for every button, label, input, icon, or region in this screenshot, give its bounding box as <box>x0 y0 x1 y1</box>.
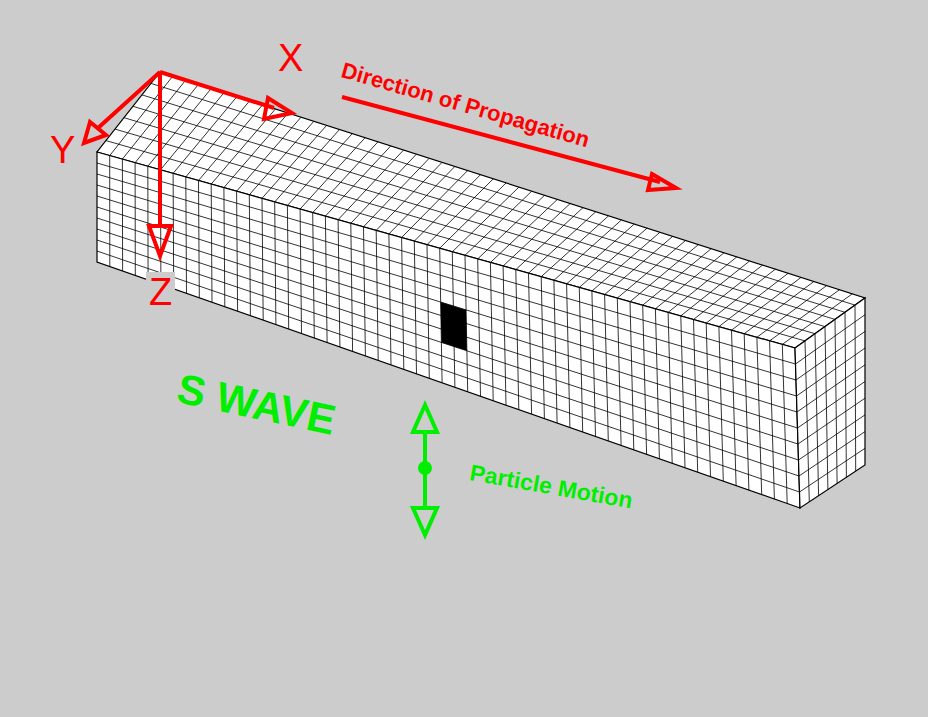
z-axis <box>158 72 162 226</box>
up-head <box>413 405 437 432</box>
axis-label: Y <box>50 131 75 169</box>
particle-motion-arrow <box>413 405 437 535</box>
axis-label: Z <box>146 272 175 312</box>
highlighted-particle <box>441 302 467 351</box>
motion-dot <box>420 463 430 473</box>
x-axis <box>160 72 274 108</box>
axis-label: X <box>278 39 303 77</box>
y-axis <box>98 72 160 128</box>
wave-title: S WAVE <box>174 367 339 441</box>
y-axis-head <box>84 122 106 143</box>
motion-label: Particle Motion <box>468 461 634 512</box>
down-head <box>413 508 437 535</box>
end-face-grid <box>796 305 866 502</box>
end-face <box>795 298 865 508</box>
propagation-head <box>648 174 676 190</box>
axes <box>84 72 292 256</box>
front-face-grid <box>97 156 800 504</box>
x-axis-head <box>264 98 292 119</box>
grid-block <box>97 72 865 508</box>
z-axis-head <box>149 226 171 256</box>
front-face <box>97 152 800 508</box>
